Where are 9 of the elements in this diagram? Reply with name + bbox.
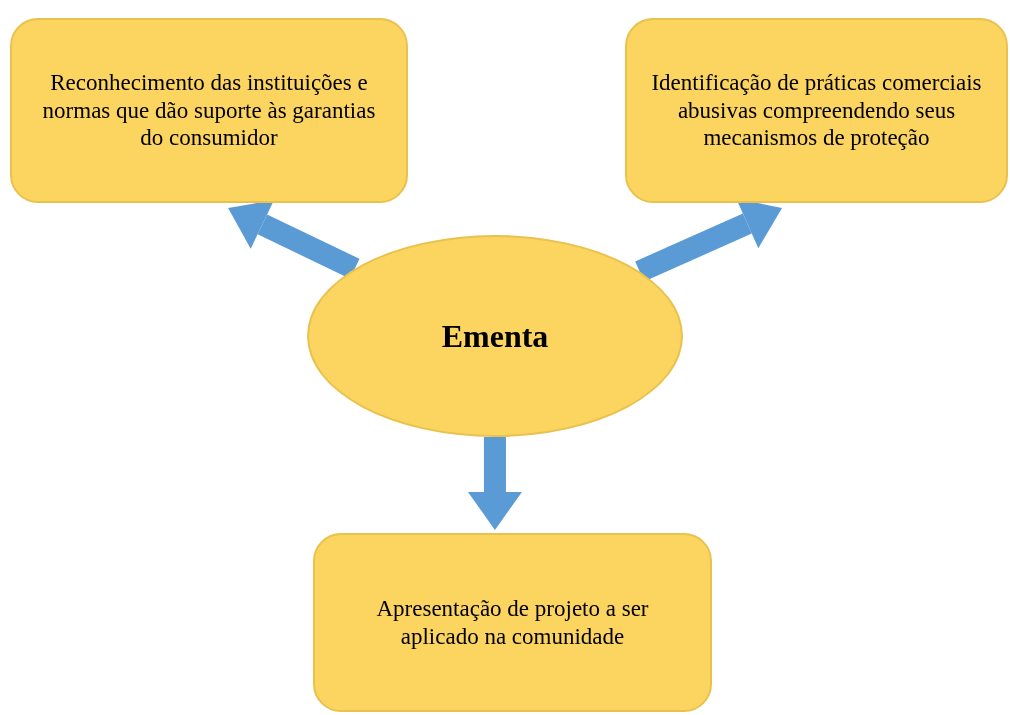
- block-arrow: [467, 437, 522, 530]
- topic-text: Reconhecimento das instituições e normas que dão suporte às garantias do consumidor: [41, 69, 377, 152]
- topic-box: [10, 18, 408, 203]
- title-text: Ementa: [441, 317, 549, 356]
- topic-text: Apresentação de projeto a ser aplicado na comunidade: [375, 594, 650, 651]
- topic-box: [313, 533, 712, 712]
- block-arrow: [228, 200, 360, 279]
- topic-text: Identificação de práticas comerciais abusivas compreendendo seus mecanismos de proteção: [651, 69, 982, 152]
- topic-box: [625, 18, 1008, 203]
